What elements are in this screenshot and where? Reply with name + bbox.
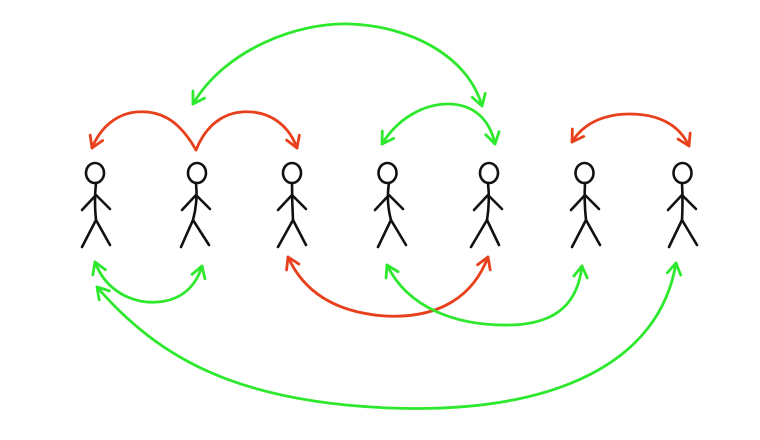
arrow-curve (90, 110, 198, 152)
arrowhead-start (285, 255, 301, 272)
person-3 (276, 161, 308, 249)
person-6 (569, 161, 602, 249)
arrowhead-end (572, 264, 589, 280)
stick-figure-head (574, 161, 595, 185)
arrow-curve (95, 261, 678, 410)
arrow-bottom-red-3-5 (285, 255, 492, 318)
arrow-curve (570, 112, 691, 148)
stick-figure-body (485, 181, 491, 222)
arrowhead-start (570, 127, 586, 144)
arrow-curve (191, 22, 484, 108)
arrow-curve (286, 255, 490, 318)
relationship-arrows (88, 22, 692, 410)
person-4 (373, 161, 408, 249)
stick-figure-head (672, 161, 693, 185)
stick-figures (80, 161, 699, 249)
stick-figure-arms (666, 193, 698, 212)
stick-figure-body (93, 181, 98, 222)
stick-figure-body (290, 181, 295, 222)
arrow-top-green-4-5 (380, 102, 501, 146)
stick-figure-arms (180, 193, 212, 212)
arrowhead-start (384, 263, 400, 280)
arrow-curve (380, 102, 497, 146)
arrowhead-start (191, 89, 206, 106)
stick-figure-legs (80, 218, 112, 249)
stick-figure-arms (373, 193, 405, 212)
arrowhead-end (285, 133, 301, 150)
arrowhead-end (484, 130, 501, 146)
arrow-top-red-2-3 (194, 110, 301, 152)
person-7 (666, 161, 699, 249)
person-5 (469, 161, 504, 249)
stick-figure-legs (276, 218, 308, 249)
arrow-top-green-2-5 (191, 22, 487, 108)
stick-figure-head (84, 161, 106, 185)
stick-figure-head (377, 161, 398, 185)
arrowhead-end (190, 264, 207, 281)
stick-figure-body (386, 181, 393, 222)
arrowhead-end (676, 131, 692, 148)
arrowhead-end (665, 261, 683, 277)
person-1 (80, 161, 112, 249)
arrow-top-red-2-1 (88, 110, 198, 152)
arrow-curve (385, 263, 584, 327)
stick-figure-legs (376, 218, 408, 249)
arrowhead-end (470, 92, 487, 108)
arrow-bottom-green-1-2 (91, 260, 207, 304)
arrowhead-end (88, 133, 105, 150)
stick-figure-body (583, 181, 588, 222)
person-2 (179, 161, 212, 249)
arrow-curve (93, 260, 204, 304)
arrowhead-start (95, 285, 111, 302)
arrowhead-end (476, 255, 492, 272)
stick-figure-arms (569, 193, 601, 212)
stick-figure-legs (570, 218, 602, 249)
arrow-top-red-6-7 (570, 112, 692, 148)
stick-figure-arms (472, 193, 504, 212)
stick-figure-body (680, 181, 684, 222)
stick-figure-head (186, 161, 208, 185)
arrowhead-start (380, 129, 396, 146)
arrow-curve (194, 110, 299, 152)
arrow-bottom-green-1-7 (95, 261, 683, 410)
stick-figure-body (191, 181, 198, 222)
stick-figure-head (281, 161, 303, 185)
stick-figure-arms (276, 193, 308, 212)
arrowhead-start (91, 260, 107, 277)
stick-figure-legs (469, 218, 501, 249)
stick-figure-arms (80, 193, 112, 212)
arrow-bottom-green-4-6 (384, 263, 589, 327)
stick-figure-head (478, 161, 500, 185)
stick-figure-legs (667, 218, 699, 249)
stick-figure-legs (179, 218, 211, 249)
